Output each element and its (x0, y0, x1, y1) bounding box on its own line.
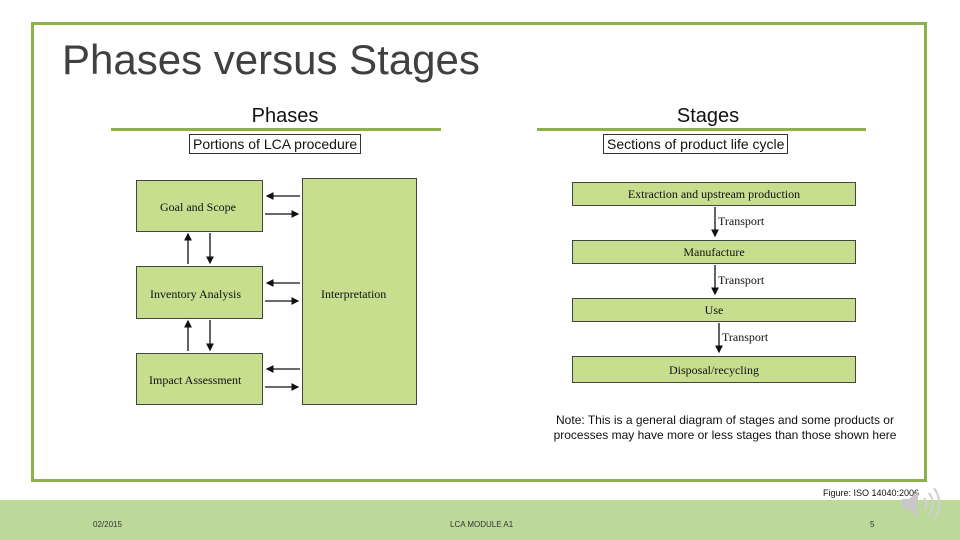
inventory-analysis-label: Inventory Analysis (150, 287, 241, 301)
transport-label-3: Transport (722, 330, 769, 344)
slide-title: Phases versus Stages (62, 36, 480, 83)
speaker-icon[interactable] (898, 484, 948, 524)
phases-heading: Phases (251, 105, 319, 127)
inventory-analysis-box: Inventory Analysis (136, 266, 263, 319)
footer-date: 02/2015 (93, 520, 122, 529)
diagram-note: Note: This is a general diagram of stage… (553, 413, 897, 442)
figure-source: Figure: ISO 14040:2006 (823, 488, 920, 498)
footer-module: LCA MODULE A1 (450, 520, 514, 529)
goal-scope-label: Goal and Scope (160, 200, 236, 214)
stage-manufacture: Manufacture (572, 240, 856, 264)
transport-label-1: Transport (718, 214, 765, 228)
phases-rule (111, 128, 441, 131)
stage-use: Use (572, 298, 856, 322)
interpretation-label: Interpretation (321, 287, 387, 301)
interpretation-box: Interpretation (302, 178, 417, 405)
impact-assessment-box: Impact Assessment (136, 353, 263, 405)
stage-extraction: Extraction and upstream production (572, 182, 856, 206)
stages-subtitle: Sections of product life cycle (603, 134, 789, 154)
phases-subtitle: Portions of LCA procedure (189, 134, 362, 154)
footer-band (0, 500, 960, 540)
transport-label-2: Transport (718, 273, 765, 287)
slide-frame (31, 22, 927, 482)
stages-heading: Stages (676, 105, 740, 127)
stages-rule (537, 128, 866, 131)
stage-disposal: Disposal/recycling (572, 356, 856, 383)
goal-scope-box: Goal and Scope (136, 180, 263, 232)
footer-page-number: 5 (870, 520, 875, 529)
impact-assessment-label: Impact Assessment (149, 373, 242, 387)
